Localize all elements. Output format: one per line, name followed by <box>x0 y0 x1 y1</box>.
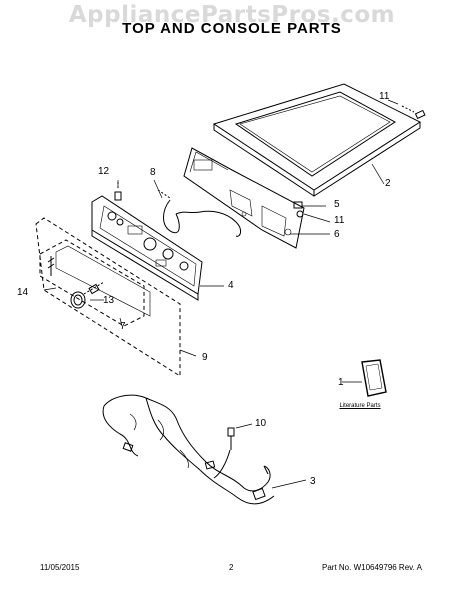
literature-parts-label: Literature Parts <box>339 403 381 409</box>
callout-14: 14 <box>17 287 29 298</box>
callout-8: 8 <box>150 167 156 178</box>
literature-booklet <box>361 359 387 397</box>
watermark-text: AppliancePartsPros.com <box>68 2 396 28</box>
wire-harness-console <box>157 189 242 237</box>
wire-harness-main <box>102 394 275 505</box>
assembly-outline <box>35 217 181 377</box>
callout-12: 12 <box>98 166 110 177</box>
console-panel <box>91 195 203 301</box>
callout-6: 6 <box>334 229 340 240</box>
console-bracket <box>183 147 305 249</box>
callout-9: 9 <box>202 352 208 363</box>
callout-13: 13 <box>103 295 115 306</box>
callout-5: 5 <box>334 199 340 210</box>
callout-3: 3 <box>310 476 316 487</box>
callout-4: 4 <box>228 280 234 291</box>
screw-interface <box>47 256 55 276</box>
callout-11-top: 11 <box>379 91 390 102</box>
footer-page-number: 2 <box>229 563 234 572</box>
callout-10: 10 <box>255 418 267 429</box>
callout-7: 7 <box>120 321 126 332</box>
interface-outline <box>39 239 145 327</box>
top-panel <box>212 83 422 197</box>
page-title: TOP AND CONSOLE PARTS <box>122 20 342 37</box>
knob <box>70 281 105 309</box>
callout-11-lower: 11 <box>334 215 345 226</box>
callout-1: 1 <box>338 377 344 388</box>
footer-part-number: Part No. W10649796 Rev. A <box>322 563 422 572</box>
callout-2: 2 <box>385 178 391 189</box>
sensor <box>227 427 235 450</box>
leader-lines <box>43 99 399 489</box>
screw-upper <box>401 105 426 120</box>
footer-date: 11/05/2015 <box>40 563 80 572</box>
user-interface-insert <box>55 245 151 317</box>
clip-part <box>293 201 304 218</box>
